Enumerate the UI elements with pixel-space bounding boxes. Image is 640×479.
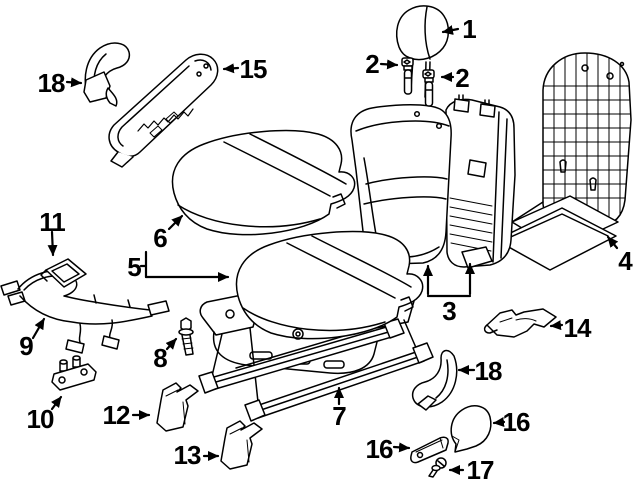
recliner-cover-drawings	[410, 405, 492, 464]
seat-cushion-cover-drawing	[171, 129, 356, 236]
seat-back-board-drawing	[495, 52, 632, 271]
callout-18-left-label: 18	[37, 68, 66, 98]
callout-18-right-label: 18	[474, 356, 503, 386]
sensor-bracket-drawing	[51, 355, 97, 391]
callout-16-inner-label: 16	[365, 434, 394, 464]
side-trim-hook-left-drawing	[83, 42, 131, 107]
callout-10-label: 10	[26, 404, 55, 434]
callout-2-left-arrow	[379, 59, 399, 70]
callout-6-arrow	[167, 214, 184, 231]
callout-15-label: 15	[239, 54, 268, 84]
callout-16-outer-label: 16	[502, 407, 531, 437]
callout-16-inner-arrow	[392, 442, 411, 453]
side-trim-hook-right-drawing	[411, 349, 458, 411]
callout-14-label: 14	[563, 313, 592, 343]
callout-16-outer-arrow	[492, 417, 506, 427]
callout-1-arrow	[441, 25, 460, 35]
trim-screw-drawing	[428, 457, 447, 478]
callout-17-label: 17	[466, 455, 495, 479]
mounting-bolt-drawing	[178, 317, 194, 356]
callout-11-arrow	[47, 230, 58, 257]
callout-4-arrow	[606, 235, 619, 250]
callout-4-label: 4	[618, 246, 633, 276]
callout-6-label: 6	[153, 223, 168, 253]
callout-1-label: 1	[462, 14, 477, 44]
callout-3-label: 3	[442, 296, 457, 326]
callout-5-bracket	[139, 250, 148, 279]
seat-cushion-assembly-drawing	[235, 230, 424, 340]
seat-back-frame-drawing	[445, 94, 516, 269]
callout-9-label: 9	[19, 331, 34, 361]
callout-7-label: 7	[332, 401, 347, 431]
callout-18-left-arrow	[65, 77, 83, 88]
callout-arrows	[31, 25, 619, 475]
callout-11-label: 11	[39, 207, 65, 237]
side-shield-drawing	[108, 53, 219, 168]
callout-8-arrow	[165, 337, 178, 351]
rear-inner-trim-drawing	[483, 308, 557, 338]
callout-9-arrow	[31, 317, 46, 340]
callout-2-left-label: 2	[365, 49, 380, 79]
control-module-drawing	[40, 258, 87, 288]
callout-8-label: 8	[153, 343, 168, 373]
headrest-guide-drawings	[401, 57, 435, 107]
track-end-cover-drawings	[156, 382, 263, 470]
callout-2-right-label: 2	[455, 63, 470, 93]
wiring-harness-drawing	[0, 270, 170, 354]
callout-12-label: 12	[102, 400, 131, 430]
callout-15-arrow	[222, 63, 240, 74]
callout-13-label: 13	[173, 440, 202, 470]
callout-5-label: 5	[127, 252, 142, 282]
callout-10-arrow	[50, 395, 63, 411]
callout-14-arrow	[549, 320, 564, 331]
